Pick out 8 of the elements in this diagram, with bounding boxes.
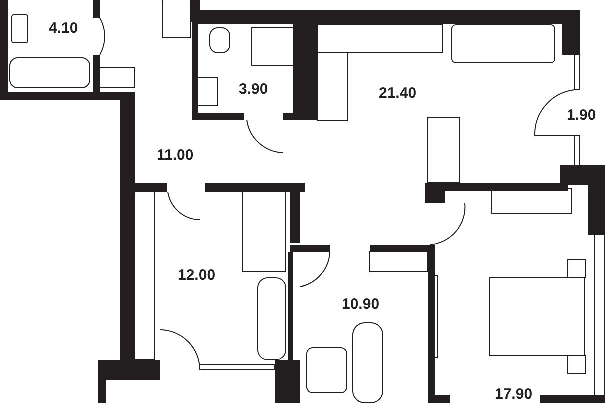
room-area-label: 4.10 (49, 21, 78, 36)
room-area-label: 1.90 (567, 108, 596, 123)
room-area-label: 3.90 (239, 82, 268, 97)
room-area-label: 10.90 (342, 297, 380, 312)
room-area-label: 17.90 (495, 387, 533, 402)
room-area-label: 21.40 (379, 86, 417, 101)
room-area-label: 11.00 (157, 148, 194, 163)
room-area-label: 12.00 (178, 268, 216, 283)
